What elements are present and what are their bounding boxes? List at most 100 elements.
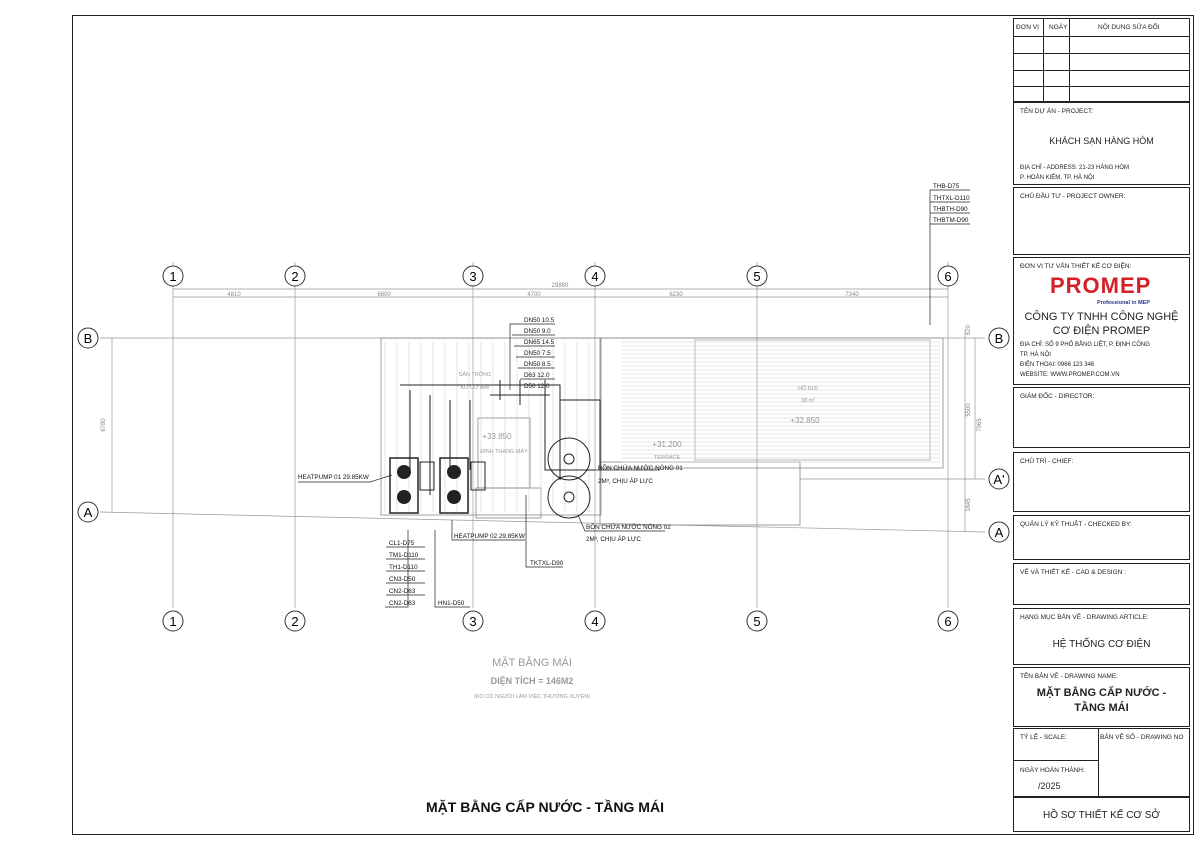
heatpump-02-label: HEATPUMP 02 29.85KW	[454, 533, 525, 540]
project-box: TÊN DỰ ÁN - PROJECT: KHÁCH SẠN HÀNG HÒM …	[1013, 102, 1190, 185]
dimension-right-1: 620	[966, 324, 972, 335]
plan-caption-note: (KO CÓ NGƯỜI LÀM VIỆC THƯỜNG XUYÊN)	[474, 692, 590, 700]
rev-header-date: NGÀY	[1049, 24, 1068, 31]
terrace-label: TERRACE	[654, 455, 681, 461]
drawing-frame	[72, 15, 1194, 835]
grid-col-bubble	[462, 610, 484, 632]
grid-col-label: 5	[753, 614, 760, 629]
grid-row-bubble	[77, 327, 99, 349]
grid-col-bubble	[284, 265, 306, 287]
owner-label: CHỦ ĐẦU TƯ - PROJECT OWNER:	[1020, 193, 1126, 200]
grid-row-bubble	[77, 501, 99, 523]
grid-col-label: 1	[169, 269, 176, 284]
tank-01-label: BỒN CHỨA NƯỚC NÓNG 01	[598, 462, 683, 472]
grid-row-bubble	[988, 468, 1010, 490]
roof-area-label: SÂN TRỐNG	[459, 371, 492, 378]
drawing-name-1: MẶT BẰNG CẤP NƯỚC -	[1036, 687, 1167, 699]
grid-lines	[99, 262, 986, 608]
rev-header-unit: ĐƠN VỊ	[1016, 24, 1039, 31]
grid-row-bubble	[988, 327, 1010, 349]
scale-box: TỶ LỆ - SCALE: BẢN VẼ SỐ - DRAWING NO NG…	[1013, 728, 1190, 797]
chief-box: CHỦ TRÌ - CHIEF:	[1013, 452, 1190, 512]
dimension-4: 6230	[669, 292, 683, 298]
pipe-label: THTXL-D110	[933, 195, 970, 202]
grid-col-bubble	[937, 610, 959, 632]
company-name-2: CƠ ĐIỆN PROMEP	[1052, 325, 1151, 337]
stage-box: HỒ SƠ THIẾT KẾ CƠ SỞ	[1013, 797, 1190, 832]
pipe-label: DN50 10.5	[524, 317, 555, 324]
dimension-5: 7340	[845, 292, 859, 298]
company-website: WEBSITE: WWW.PROMEP.COM.VN	[1020, 372, 1120, 378]
pipe-label: CN2-D63	[389, 600, 416, 607]
pipe-label: DN65 14.5	[524, 339, 555, 346]
drawing-name-2: TẦNG MÁI	[1074, 702, 1129, 714]
grid-col-bubble	[284, 610, 306, 632]
grid-col-label: 3	[469, 269, 476, 284]
director-box: GIÁM ĐỐC - DIRECTOR:	[1013, 387, 1190, 448]
grid-col-label: 6	[944, 269, 951, 284]
completion-year: /2025	[1038, 781, 1061, 791]
project-name: KHÁCH SẠN HÀNG HÒM	[1049, 136, 1154, 146]
pipe-label: DN50 9.0	[524, 328, 551, 335]
logo-tagline: Professional in MEP	[1097, 300, 1150, 306]
director-label: GIÁM ĐỐC - DIRECTOR:	[1020, 393, 1095, 400]
grid-row-label: B	[995, 331, 1004, 346]
article-value: HỆ THỐNG CƠ ĐIỆN	[1052, 639, 1151, 650]
pipe-label: CN3-D50	[389, 576, 416, 583]
checked-box: QUẢN LÝ KỸ THUẬT - CHECKED BY:	[1013, 515, 1190, 560]
article-box: HẠNG MỤC BẢN VẼ - DRAWING ARTICLE: HỆ TH…	[1013, 608, 1190, 665]
grid-col-bubble	[162, 265, 184, 287]
grid-col-label: 4	[591, 614, 598, 629]
tank-02-spec: 2M³, CHỊU ÁP LỰC	[586, 534, 641, 543]
project-address-1: ĐỊA CHỈ - ADDRESS: 21-23 HÀNG HÒM	[1020, 165, 1130, 171]
elevator-label: ĐỈNH THANG MÁY	[480, 448, 528, 455]
pipe-label: D50 12.0	[524, 383, 550, 390]
dimension-1: 4810	[227, 292, 241, 298]
promep-logo: PROMEP	[1050, 273, 1152, 298]
grid-col-bubble	[584, 265, 606, 287]
consultant-box: ĐƠN VỊ TƯ VẤN THIẾT KẾ CƠ ĐIỆN: PROMEP P…	[1013, 257, 1190, 385]
pool-level: +32.850	[790, 416, 820, 425]
grid-col-label: 2	[291, 269, 298, 284]
project-address-2: P. HOÀN KIẾM, TP. HÀ NỘI	[1020, 175, 1095, 181]
plan-caption-title: MẶT BẰNG MÁI	[492, 656, 572, 669]
grid-col-label: 1	[169, 614, 176, 629]
rev-header-content: NỘI DUNG SỬA ĐỔI	[1098, 24, 1160, 31]
grid-row-label: B	[84, 331, 93, 346]
pipe-label: TH1-D110	[389, 564, 418, 571]
pipe-label: THBTM-D90	[933, 217, 969, 224]
pipe-label: DN50 7.5	[524, 350, 551, 357]
pool-area: 38 m²	[801, 398, 815, 404]
grid-col-bubble	[584, 610, 606, 632]
cad-box: VẼ VÀ THIẾT KẾ - CAD & DESIGN :	[1013, 563, 1190, 605]
dimension-right-3: 7965	[977, 418, 983, 432]
grid-row-label: A	[995, 525, 1004, 540]
grid-col-label: 2	[291, 614, 298, 629]
grid-col-bubble	[746, 265, 768, 287]
pipe-label: HN1-D50	[438, 600, 465, 607]
consultant-label: ĐƠN VỊ TƯ VẤN THIẾT KẾ CƠ ĐIỆN:	[1020, 263, 1132, 270]
roof-area-sub: KO CÓ MÁI	[460, 384, 490, 391]
article-label: HẠNG MỤC BẢN VẼ - DRAWING ARTICLE:	[1020, 614, 1149, 621]
pipe-label: THB-D75	[933, 183, 960, 190]
grid-row-bubble	[988, 521, 1010, 543]
drawing-name-box: TÊN BẢN VẼ - DRAWING NAME: MẶT BẰNG CẤP …	[1013, 667, 1190, 727]
owner-box: CHỦ ĐẦU TƯ - PROJECT OWNER:	[1013, 187, 1190, 255]
dimension-2: 6800	[377, 292, 391, 298]
grid-col-label: 4	[591, 269, 598, 284]
grid-col-label: 6	[944, 614, 951, 629]
grid-row-label: A	[84, 505, 93, 520]
sheet-title: MẶT BẰNG CẤP NƯỚC - TẦNG MÁI	[426, 798, 664, 815]
grid-col-label: 5	[753, 269, 760, 284]
revision-table: ĐƠN VỊ NGÀY NỘI DUNG SỬA ĐỔI	[1013, 18, 1190, 102]
scale-label: TỶ LỆ - SCALE:	[1020, 734, 1067, 741]
company-phone: ĐIỆN THOẠI: 0966 123 346	[1020, 362, 1095, 368]
grid-col-bubble	[162, 610, 184, 632]
grid-col-bubble	[746, 610, 768, 632]
tank-01-spec: 2M³, CHỊU ÁP LỰC	[598, 476, 653, 485]
company-name-1: CÔNG TY TNHH CÔNG NGHỆ	[1024, 311, 1179, 323]
grid-col-bubble	[937, 265, 959, 287]
dimension-left: 6780	[101, 418, 107, 432]
pipe-label: TKTXL-D90	[530, 560, 564, 567]
